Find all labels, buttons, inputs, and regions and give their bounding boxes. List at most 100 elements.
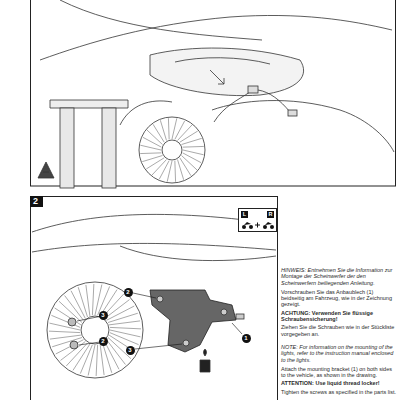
wire <box>258 90 290 112</box>
fan-blades <box>140 118 204 182</box>
fan-blade <box>140 152 161 154</box>
fork-tube <box>102 108 116 188</box>
callout-number: 3 <box>99 311 108 320</box>
mount-tab <box>236 314 244 319</box>
fan-blade <box>56 340 84 354</box>
step-number-text: 2 <box>30 196 41 207</box>
headlight <box>150 48 304 96</box>
body <box>265 222 272 225</box>
body <box>244 222 251 225</box>
warning-note: ACHTUNG: Verwenden Sie flüssige Schraube… <box>281 310 397 323</box>
fan-blade <box>103 343 112 373</box>
step-panel <box>31 197 278 400</box>
screw <box>183 340 189 346</box>
fan-blade <box>174 161 176 182</box>
wheel <box>249 225 253 229</box>
callout-number: 2 <box>124 288 133 297</box>
fairing-edge <box>212 101 394 152</box>
motorcycle-icon <box>263 222 274 229</box>
triple-clamp <box>50 100 128 108</box>
fan <box>139 117 205 183</box>
side-letter: R <box>267 211 274 218</box>
instruction-note: Tighten the screws as specified in the p… <box>281 389 397 395</box>
fan-blade <box>108 313 138 322</box>
fan-blade <box>178 125 192 140</box>
fan-blade <box>183 146 204 148</box>
headlight-edge <box>120 246 276 261</box>
instruction-note: Vorschrauben Sie das Anbaublech (1) beid… <box>281 289 397 308</box>
fan-blade <box>167 161 172 182</box>
panel-frames <box>31 0 396 400</box>
side-letter: L <box>241 211 248 218</box>
instruction-note: Attach the mounting bracket (1) on both … <box>281 366 397 379</box>
leader-lines <box>77 293 242 349</box>
fan-blade <box>147 130 162 144</box>
fan-blade <box>86 285 90 316</box>
connector <box>288 110 297 116</box>
fan-blade <box>100 344 104 375</box>
wire <box>214 92 250 122</box>
screw <box>70 341 78 349</box>
fan-blade <box>183 150 204 155</box>
wheel <box>270 225 274 229</box>
fairing <box>32 243 276 252</box>
leader-line <box>232 323 242 334</box>
step-number: 2 <box>30 196 43 207</box>
bottom-view <box>32 214 276 378</box>
fan-blade <box>106 306 134 320</box>
fairing-edge <box>120 101 172 125</box>
windscreen <box>60 0 262 40</box>
instruction-note: NOTE: For information on the mounting of… <box>281 344 397 363</box>
fan-blade <box>142 156 162 162</box>
instruction-note: Ziehen Sie die Schrauben wie in der Stüc… <box>281 324 397 337</box>
fan-blade <box>49 331 80 332</box>
fan-blade <box>110 330 140 337</box>
callout-number: 2 <box>99 337 108 346</box>
leader-line <box>133 293 156 298</box>
thread-locker-icon <box>200 349 210 372</box>
fan-blade <box>159 161 169 180</box>
top-view <box>38 0 394 188</box>
connector <box>248 86 258 93</box>
fan <box>47 282 143 378</box>
side-icon-box: LR <box>238 208 277 232</box>
fan-blades <box>49 284 141 376</box>
fan-hub <box>162 140 182 160</box>
mechanic-icon <box>38 162 54 178</box>
fan-blade <box>175 121 185 140</box>
callout-number: 3 <box>126 346 135 355</box>
fan-blade <box>140 145 161 150</box>
fan-blade <box>65 295 84 320</box>
fan-blade <box>88 345 95 375</box>
wheel <box>263 225 267 229</box>
warning-note: ATTENTION: Use liquid thread locker! <box>281 380 397 386</box>
fork-tube <box>60 108 74 188</box>
step-panel <box>31 0 396 186</box>
fan-blade <box>109 321 140 325</box>
fan-blade <box>105 300 130 319</box>
callout-number: 1 <box>242 334 251 343</box>
plus-sign <box>255 223 260 228</box>
fan-blade <box>182 138 202 144</box>
fan-blade <box>50 335 81 339</box>
fan-blade <box>110 327 141 328</box>
fan-blade <box>106 340 125 365</box>
screw <box>68 318 76 326</box>
fan-blade <box>105 341 119 369</box>
fan-blade <box>96 345 97 376</box>
fan-blade <box>183 153 202 163</box>
instruction-text: HINWEIS: Entnehmen Sie die Information z… <box>281 267 397 395</box>
fan-blade <box>182 156 197 170</box>
fan-blade <box>143 137 162 147</box>
fan-blade <box>160 120 166 140</box>
fan-blade <box>71 291 85 319</box>
fan-blade <box>168 118 170 139</box>
fan-blade <box>152 160 166 175</box>
screw <box>157 296 163 302</box>
fan-blade <box>178 160 184 180</box>
headlight-lens <box>175 58 270 64</box>
arrow-hint <box>210 70 224 84</box>
wheel <box>242 225 246 229</box>
